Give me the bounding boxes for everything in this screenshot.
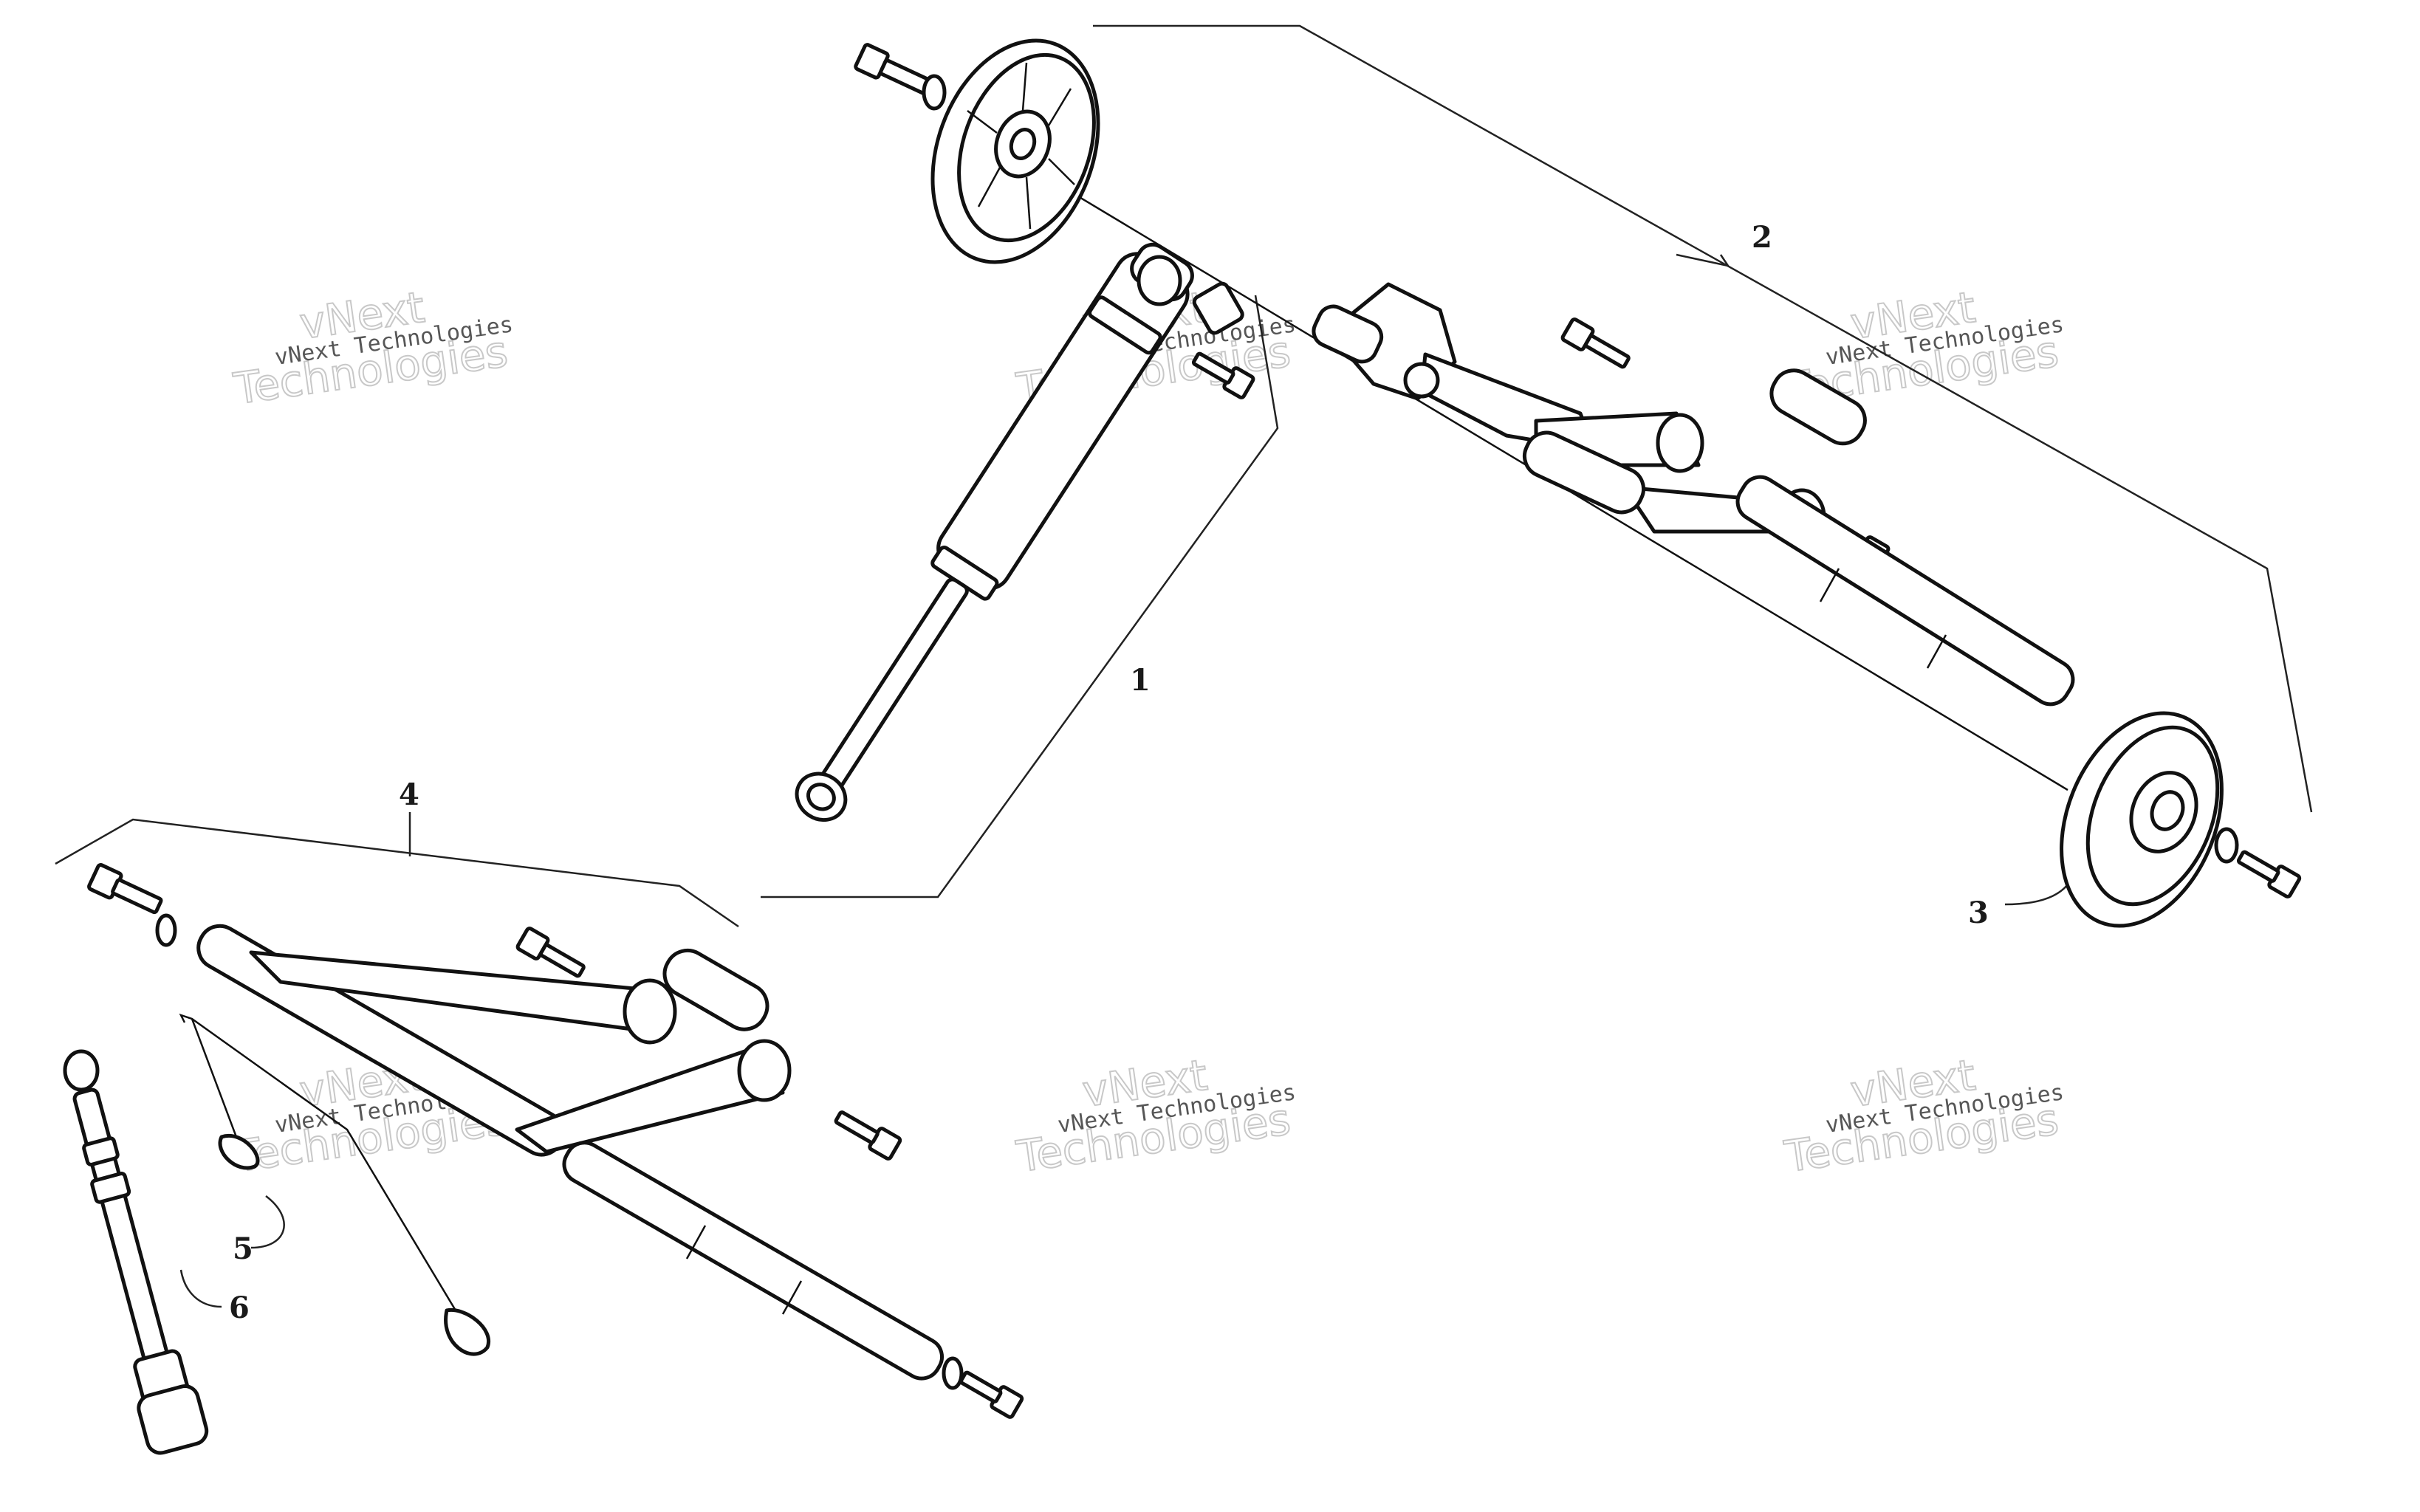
bolt-shock-top: [1191, 351, 1255, 399]
callout-6: 6: [229, 1291, 250, 1325]
leader-2-branch: [1676, 253, 1730, 267]
callout-5: 5: [233, 1231, 253, 1266]
leader-6: [179, 1269, 222, 1308]
a-arm-eye-upper: [623, 978, 677, 1045]
limiter-strap: [179, 1013, 491, 1356]
washer-lower-left: [155, 913, 177, 947]
bolt-a-arm-top: [515, 927, 586, 978]
a-arm-eye-lower: [737, 1039, 792, 1102]
upper-linkage: [1534, 411, 1826, 546]
shock-absorber: [795, 242, 1194, 822]
callout-1: 1: [1130, 663, 1151, 698]
lower-idler-wheel: [2060, 711, 2224, 928]
bracket-2: [1093, 24, 2313, 813]
lower-axle-groove-2: [781, 1280, 803, 1315]
watermark-bottom-right: vNext Technologies vNext Technologies: [1780, 1049, 2066, 1183]
washer-lower-axle: [942, 1356, 964, 1390]
lower-arm-assembly: [63, 863, 1024, 1455]
callout-4: 4: [399, 777, 419, 812]
bolt-a-arm-right: [834, 1110, 902, 1161]
spacer-tube-upper: [1769, 368, 1867, 446]
leader-5: [250, 1195, 285, 1249]
axle-groove-2: [1926, 634, 1947, 669]
lower-axle-tube: [562, 1141, 944, 1381]
bracket-lines: [55, 24, 2313, 1308]
axle-groove-1: [1819, 568, 1840, 602]
top-axle-assembly: [854, 38, 2302, 928]
short-tube-upper: [1522, 430, 1646, 515]
adjuster-rod: [63, 1049, 209, 1455]
upper-axle-tube: [1735, 475, 2075, 707]
bolt-top-left: [854, 43, 935, 97]
lower-axle-groove-1: [685, 1225, 707, 1260]
washer-lower-right: [2214, 827, 2239, 864]
watermark-top-left: vNext Technologies vNext Technologies: [230, 281, 515, 415]
bracket-4: [55, 818, 739, 928]
bolt-lower-left: [87, 863, 163, 915]
callout-labels: 1 2 3 4 5 6: [229, 220, 1989, 1325]
spacer-tube-lower: [662, 948, 769, 1031]
spacer-shock-top: [1192, 281, 1244, 335]
bolt-lower-right: [2236, 850, 2302, 898]
upper-idler-wheel: [930, 38, 1100, 264]
washer-top-left: [922, 74, 947, 111]
bracket-1: [761, 295, 1279, 898]
bolt-lower-axle: [959, 1370, 1024, 1419]
watermark-bottom-center: vNext Technologies vNext Technologies: [1012, 1049, 1298, 1183]
callout-3: 3: [1968, 896, 1989, 930]
callout-2: 2: [1752, 220, 1772, 255]
shock-top-eye: [1137, 255, 1182, 306]
bolt-mid-arm: [1560, 317, 1631, 369]
